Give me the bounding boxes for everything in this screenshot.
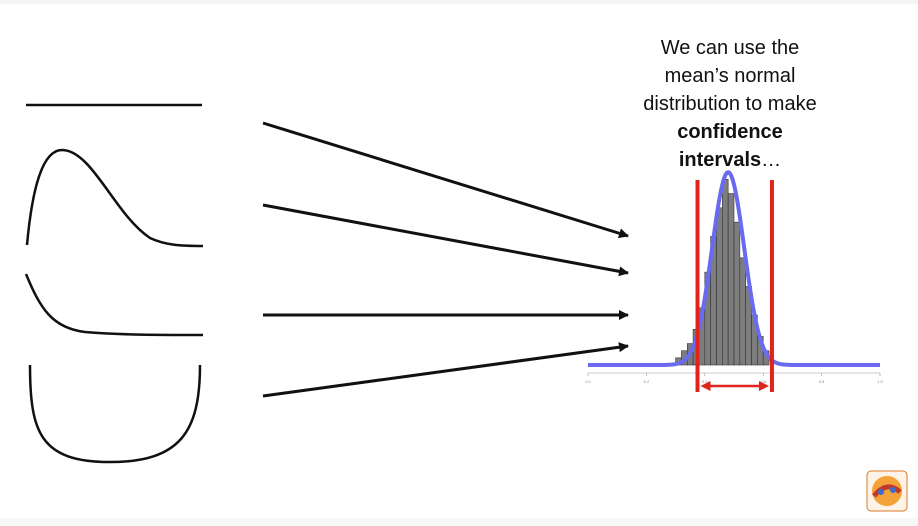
- caption-bold: confidence: [677, 121, 783, 143]
- x-tick-label: 0.0: [585, 379, 591, 384]
- caption-line: We can use the: [660, 37, 800, 59]
- statquest-logo-icon: [866, 470, 908, 512]
- x-tick-label: 0.4: [702, 379, 708, 384]
- exponential-distribution-curve: [24, 273, 204, 337]
- histogram-bar: [733, 221, 741, 366]
- arrow-icon: [262, 203, 629, 277]
- histogram-bar: [716, 207, 723, 366]
- arrow-icon: [700, 381, 711, 391]
- caption-line: mean’s normal: [664, 65, 796, 87]
- caption: We can use the mean’s normal distributio…: [590, 34, 870, 174]
- histogram-bar: [739, 257, 746, 366]
- arrow-icon: [262, 121, 629, 239]
- normal-curve: [587, 170, 881, 367]
- sampling-distribution-chart: 0.0 0.2 0.4 0.6 0.8 1.0: [585, 170, 884, 392]
- x-tick-label: 1.0: [877, 379, 883, 384]
- histogram-bar: [727, 193, 735, 366]
- arrow-icon: [262, 342, 629, 398]
- caption-bold: intervals: [678, 149, 762, 171]
- u-shaped-distribution-curve: [28, 364, 202, 464]
- top-border: [0, 0, 918, 4]
- bottom-border: [0, 518, 918, 526]
- x-tick-label: 0.2: [644, 379, 650, 384]
- caption-line: distribution to make: [643, 93, 817, 115]
- arrow-icon: [758, 381, 769, 391]
- histogram-bar: [722, 178, 729, 366]
- skewed-distribution-curve: [25, 148, 204, 248]
- x-tick-label: 0.6: [760, 379, 766, 384]
- x-tick-label: 0.8: [819, 379, 825, 384]
- caption-ellipsis: …: [761, 149, 782, 171]
